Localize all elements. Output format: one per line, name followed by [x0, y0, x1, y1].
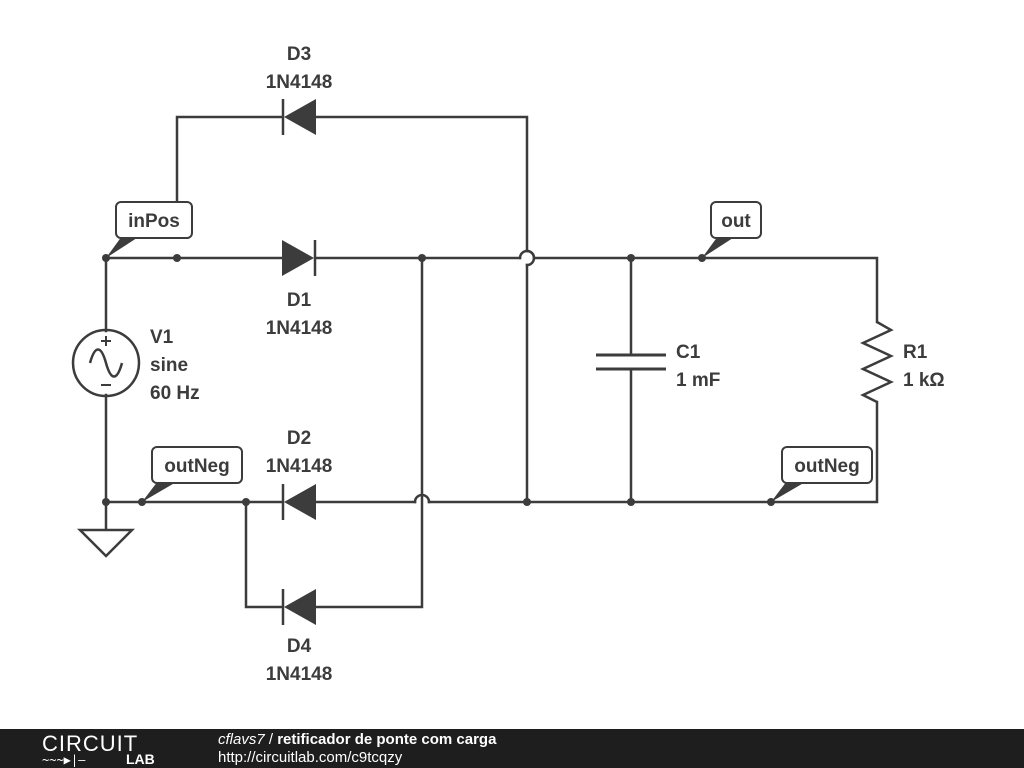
diode-d2-part: 1N4148 — [266, 456, 333, 477]
diode-d3-part: 1N4148 — [266, 72, 333, 93]
diode-d2-triangle — [284, 484, 316, 520]
diode-d2[interactable]: D2 1N4148 — [266, 428, 333, 520]
capacitor-c1[interactable]: C1 1 mF — [596, 342, 720, 391]
wire-d3-right — [314, 115, 529, 252]
net-label-tail — [106, 236, 140, 258]
diode-d1-part: 1N4148 — [266, 318, 333, 339]
net-label-text: outNeg — [164, 456, 229, 477]
diode-d4-part: 1N4148 — [266, 664, 333, 685]
junction-dot — [242, 498, 250, 506]
wire-top-rail-hop — [518, 249, 536, 260]
logo-wave-icon: ~~~▶|— — [42, 753, 86, 767]
circuitlab-logo[interactable]: CIRCUIT ~~~▶|— LAB — [40, 731, 180, 767]
net-label-box — [115, 201, 193, 239]
diode-d2-ref: D2 — [287, 428, 311, 449]
junction-dot — [173, 254, 181, 262]
diode-d1-ref: D1 — [287, 290, 312, 311]
net-label-out[interactable]: out — [702, 201, 762, 258]
net-label-inpos[interactable]: inPos — [106, 201, 193, 258]
net-label-box — [151, 446, 243, 484]
junction-dot — [523, 498, 531, 506]
net-label-box — [781, 446, 873, 484]
net-label-outneg-right[interactable]: outNeg — [771, 446, 873, 502]
diode-d4-triangle — [284, 589, 316, 625]
net-label-outneg-left[interactable]: outNeg — [142, 446, 243, 502]
net-label-tail — [771, 481, 807, 502]
project-title-line: cflavs7 / retificador de ponte com carga — [218, 731, 496, 748]
wire-d4-left — [244, 500, 284, 609]
net-label-tail — [702, 236, 736, 258]
net-label-tail — [142, 481, 178, 502]
net-label-text: out — [721, 211, 751, 232]
project-title[interactable]: retificador de ponte com carga — [277, 731, 497, 748]
diode-d3[interactable]: D3 1N4148 — [266, 44, 333, 135]
ground-symbol — [76, 528, 136, 558]
resistor-zigzag — [860, 320, 894, 404]
project-url[interactable]: http://circuitlab.com/c9tcqzy — [218, 749, 403, 766]
net-label-text: inPos — [128, 211, 180, 232]
diode-d1[interactable]: D1 1N4148 — [266, 240, 333, 339]
source-v1-freq: 60 Hz — [150, 383, 200, 404]
title-separator: / — [264, 731, 278, 748]
source-v1-kind: sine — [150, 355, 188, 376]
resistor-r1[interactable]: R1 1 kΩ — [860, 320, 945, 404]
diode-d4-ref: D4 — [287, 636, 312, 657]
net-label-box — [710, 201, 762, 239]
source-v1-ref: V1 — [150, 327, 174, 348]
logo-wordmark-bottom: LAB — [126, 751, 155, 767]
capacitor-c1-ref: C1 — [676, 342, 701, 363]
junction-dot — [418, 254, 426, 262]
wire-top-rail-right — [532, 256, 879, 324]
resistor-r1-value: 1 kΩ — [903, 370, 945, 391]
sine-source-icon — [71, 328, 141, 398]
junction-dot — [102, 498, 110, 506]
wire-x422 — [314, 256, 424, 609]
wire-bottom-rail-right — [427, 400, 879, 504]
ground-icon — [76, 528, 136, 558]
footer-bar: CIRCUIT ~~~▶|— LAB cflavs7 / retificador… — [0, 729, 1024, 768]
diode-d1-triangle — [282, 240, 314, 276]
diode-d4[interactable]: D4 1N4148 — [266, 589, 333, 685]
wire-d3-left — [175, 115, 284, 202]
logo-wordmark-top: CIRCUIT — [42, 731, 139, 756]
net-label-text: outNeg — [794, 456, 859, 477]
project-user-link[interactable]: cflavs7 — [218, 731, 265, 748]
diode-d3-triangle — [284, 99, 316, 135]
resistor-r1-ref: R1 — [903, 342, 928, 363]
sine-wave — [88, 348, 124, 378]
capacitor-c1-value: 1 mF — [676, 370, 720, 391]
wires — [104, 115, 879, 609]
diode-d3-ref: D3 — [287, 44, 311, 65]
junction-dot — [627, 254, 635, 262]
voltage-source-v1[interactable]: V1 sine 60 Hz — [71, 327, 200, 404]
junction-dot — [627, 498, 635, 506]
